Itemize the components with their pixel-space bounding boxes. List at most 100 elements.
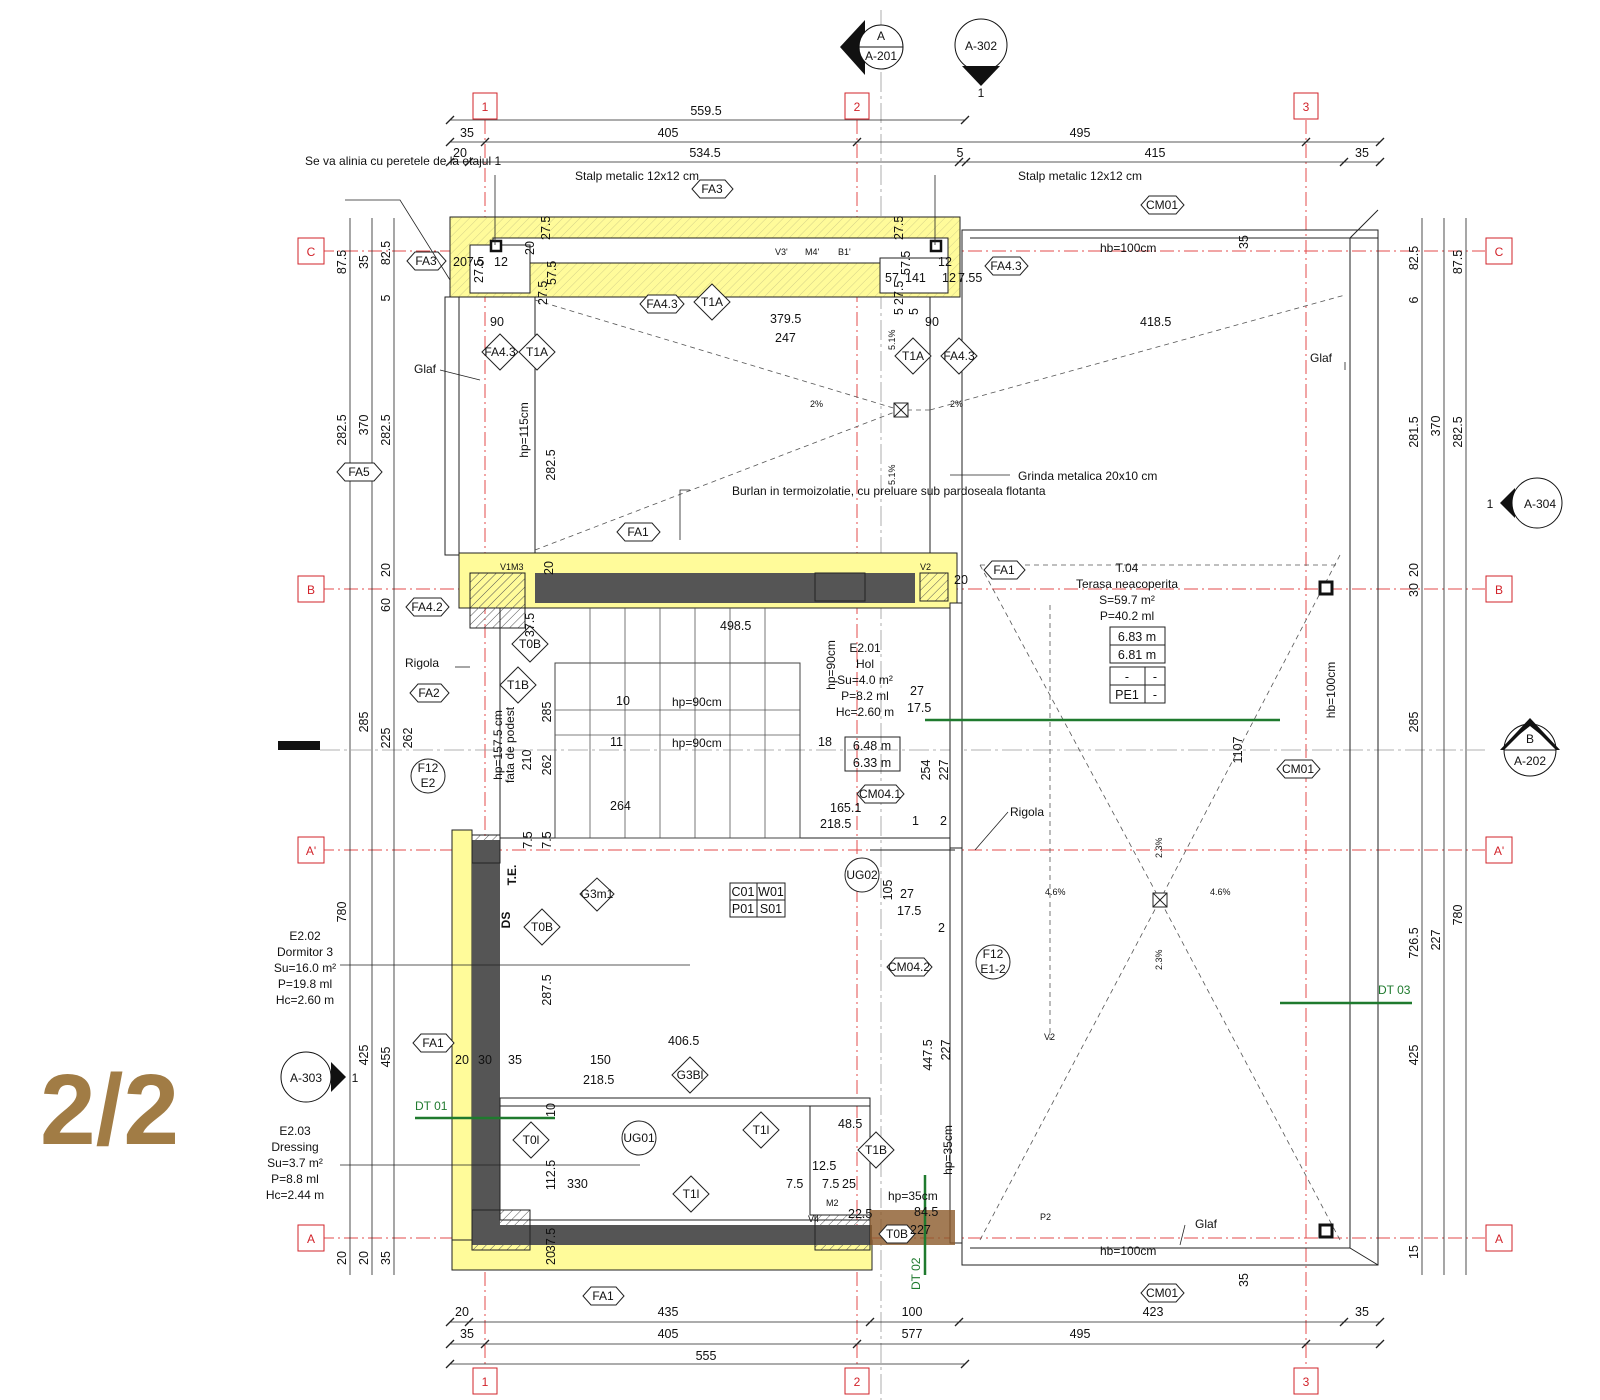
svg-text:227: 227 — [939, 1040, 953, 1061]
svg-text:100: 100 — [902, 1305, 923, 1319]
svg-text:495: 495 — [1070, 1327, 1091, 1341]
svg-text:35: 35 — [1355, 1305, 1369, 1319]
svg-text:DS: DS — [499, 912, 513, 929]
section-marker-a201[interactable]: A A-201 — [840, 20, 904, 75]
svg-text:141: 141 — [905, 271, 926, 285]
svg-text:20: 20 — [544, 1251, 558, 1265]
svg-text:447.5: 447.5 — [921, 1039, 935, 1070]
svg-text:1: 1 — [482, 100, 489, 114]
grid-row-a1-left: A' — [297, 836, 325, 864]
svg-text:C01: C01 — [732, 885, 755, 899]
svg-text:225: 225 — [379, 728, 393, 749]
svg-text:4.6%: 4.6% — [1210, 887, 1231, 897]
section-marker-a304[interactable]: A-304 1 — [1487, 477, 1563, 529]
svg-text:hp=35cm: hp=35cm — [888, 1189, 938, 1203]
room-hol[interactable]: E2.01 Hol Su=4.0 m² P=8.2 ml Hc=2.60 m 6… — [836, 641, 901, 772]
page-marker: 2/2 — [40, 1054, 180, 1166]
svg-text:FA2: FA2 — [418, 686, 440, 700]
svg-text:15: 15 — [1407, 1245, 1421, 1259]
svg-text:20: 20 — [523, 241, 537, 255]
section-marker-a303[interactable]: A-303 1 — [280, 1051, 359, 1103]
svg-text:fata de podest: fata de podest — [503, 706, 517, 783]
svg-text:T0l: T0l — [523, 1133, 540, 1147]
svg-text:37.5: 37.5 — [523, 613, 537, 637]
svg-text:CM04.1: CM04.1 — [859, 787, 901, 801]
svg-text:370: 370 — [357, 415, 371, 436]
svg-text:6.33 m: 6.33 m — [853, 756, 891, 770]
svg-text:35: 35 — [1237, 235, 1251, 249]
detail-dt03[interactable]: DT 03 — [1378, 983, 1411, 997]
detail-dt02[interactable]: DT 02 — [909, 1257, 923, 1290]
svg-text:12: 12 — [494, 255, 508, 269]
svg-text:G3Bl: G3Bl — [677, 1068, 704, 1082]
svg-text:E2.03: E2.03 — [279, 1124, 311, 1138]
grid-row-a-left: A — [297, 1224, 325, 1252]
svg-text:57.5: 57.5 — [899, 251, 913, 275]
svg-text:hp=90cm: hp=90cm — [672, 736, 722, 750]
svg-text:PE1: PE1 — [1115, 688, 1139, 702]
svg-text:5: 5 — [957, 146, 964, 160]
drains — [489, 239, 1334, 1239]
svg-text:hp=115cm: hp=115cm — [517, 402, 531, 457]
svg-text:Stalp metalic 12x12 cm: Stalp metalic 12x12 cm — [1018, 169, 1142, 183]
grid-col-3-top: 3 — [1293, 92, 1319, 120]
svg-text:112.5: 112.5 — [544, 1160, 558, 1190]
svg-text:7.5: 7.5 — [786, 1177, 803, 1191]
svg-text:20: 20 — [455, 1053, 469, 1067]
svg-text:F12: F12 — [983, 947, 1004, 961]
svg-text:A': A' — [1494, 844, 1504, 858]
svg-text:425: 425 — [357, 1045, 371, 1066]
dimension-ticks — [445, 115, 1385, 1369]
svg-text:Su=16.0 m²: Su=16.0 m² — [274, 961, 336, 975]
svg-text:W01: W01 — [758, 885, 784, 899]
svg-text:T0B: T0B — [519, 637, 541, 651]
room-terasa[interactable]: T.04 Terasa neacoperita S=59.7 m² P=40.2… — [1076, 561, 1178, 704]
svg-text:262: 262 — [401, 728, 415, 749]
svg-text:726.5: 726.5 — [1407, 927, 1421, 958]
svg-text:B1': B1' — [838, 247, 851, 257]
svg-text:282.5: 282.5 — [335, 414, 349, 445]
svg-text:B: B — [1495, 583, 1503, 597]
grid-row-c-left: C — [297, 237, 325, 265]
svg-text:Terasa neacoperita: Terasa neacoperita — [1076, 577, 1178, 591]
svg-text:254: 254 — [919, 760, 933, 781]
svg-text:C: C — [307, 245, 316, 259]
svg-text:60: 60 — [379, 598, 393, 612]
svg-text:T.E.: T.E. — [505, 865, 519, 886]
svg-text:Glaf: Glaf — [1310, 351, 1333, 365]
svg-text:577: 577 — [902, 1327, 923, 1341]
svg-text:-: - — [1153, 670, 1157, 684]
svg-text:555: 555 — [696, 1349, 717, 1363]
room-dormitor[interactable]: E2.02 Dormitor 3 Su=16.0 m² P=19.8 ml Hc… — [274, 929, 336, 1007]
svg-text:6.83 m: 6.83 m — [1118, 630, 1156, 644]
section-marker-a202[interactable]: B A-202 — [1500, 718, 1560, 777]
section-marker-a302[interactable]: A-302 1 — [954, 18, 1008, 100]
svg-text:455: 455 — [379, 1047, 393, 1068]
svg-text:V3': V3' — [775, 247, 788, 257]
svg-text:282.5: 282.5 — [379, 414, 393, 445]
drainage-lines — [534, 294, 1346, 1241]
svg-text:285: 285 — [540, 702, 554, 723]
grid-col-1-bottom: 1 — [472, 1367, 498, 1395]
svg-text:hp=35cm: hp=35cm — [941, 1125, 955, 1175]
detail-dt01[interactable]: DT 01 — [415, 1099, 448, 1113]
svg-text:T0B: T0B — [531, 920, 553, 934]
svg-text:406.5: 406.5 — [668, 1034, 699, 1048]
svg-text:105: 105 — [881, 880, 895, 901]
svg-text:Grinda metalica 20x10 cm: Grinda metalica 20x10 cm — [1018, 469, 1157, 483]
svg-text:2%: 2% — [810, 399, 823, 409]
svg-text:5: 5 — [907, 308, 921, 315]
svg-text:780: 780 — [335, 902, 349, 923]
bottom-dimensions: 20 435 100 423 35 35 405 577 495 555 — [455, 1305, 1369, 1363]
svg-text:285: 285 — [357, 712, 371, 733]
tags[interactable] — [336, 179, 1321, 1306]
svg-text:90: 90 — [490, 315, 504, 329]
room-dressing[interactable]: E2.03 Dressing Su=3.7 m² P=8.8 ml Hc=2.4… — [266, 1124, 324, 1202]
svg-text:262: 262 — [540, 755, 554, 776]
svg-text:UG02: UG02 — [846, 868, 878, 882]
svg-text:hb=100cm: hb=100cm — [1100, 241, 1156, 255]
svg-text:P=19.8 ml: P=19.8 ml — [278, 977, 332, 991]
svg-text:S=59.7 m²: S=59.7 m² — [1099, 593, 1155, 607]
svg-text:6.48 m: 6.48 m — [853, 739, 891, 753]
svg-text:FA4.3: FA4.3 — [943, 349, 975, 363]
